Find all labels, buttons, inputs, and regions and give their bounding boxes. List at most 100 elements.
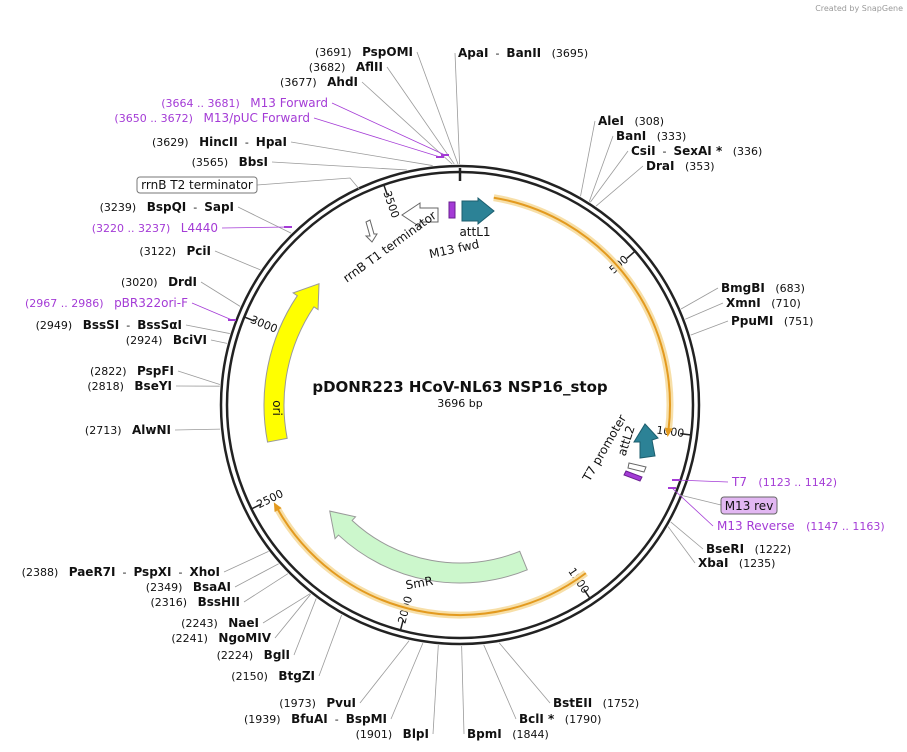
primer-range: (3220 .. 3237) — [92, 222, 181, 235]
leader-line — [223, 551, 269, 573]
enzyme-label-bbsi: (3565) BbsI — [192, 155, 268, 169]
leader-line — [318, 614, 343, 677]
enzyme-name: HpaI — [256, 135, 287, 149]
enzyme-label-csii: CsiI - SexAI * (336) — [631, 144, 762, 158]
leader-lines — [174, 51, 729, 735]
enzyme-position: (2243) — [181, 617, 228, 630]
enzyme-position: (2150) — [231, 670, 278, 683]
primer-range: (1123 .. 1142) — [758, 476, 837, 489]
enzyme-name: PvuI — [326, 696, 356, 710]
enzyme-name: BtgZI — [278, 669, 315, 683]
enzyme-name: PpuMI — [731, 314, 773, 328]
enzyme-name: BclI * — [519, 712, 555, 726]
primer-label-l4440: (3220 .. 3237) L4440 — [92, 221, 218, 235]
primer-label-m13-puc-forward: (3650 .. 3672) M13/pUC Forward — [114, 111, 310, 125]
m13-fwd-feature — [448, 201, 456, 219]
enzyme-position: (683) — [765, 282, 805, 295]
enzyme-name: XhoI — [189, 565, 220, 579]
svg-text:M13 rev: M13 rev — [725, 499, 774, 513]
enzyme-label-hincii: (3629) HincII - HpaI — [152, 135, 287, 149]
enzyme-name: BbsI — [239, 155, 268, 169]
primer-leader — [671, 487, 714, 527]
enzyme-name: BciVI — [173, 333, 207, 347]
enzyme-label-blpi: (1901) BlpI — [356, 727, 429, 741]
primer-leader — [313, 117, 441, 158]
enzyme-label-bseri: BseRI (1222) — [706, 542, 791, 556]
enzyme-name: BsaAI — [193, 580, 231, 594]
enzyme-label-apai: ApaI - BanII (3695) — [458, 46, 588, 60]
enzyme-position: - — [328, 713, 346, 726]
enzyme-position: (353) — [674, 160, 714, 173]
enzyme-position: (2924) — [126, 334, 173, 347]
m13-fwd-label: M13 fwd — [428, 237, 481, 261]
insert-arrowhead — [664, 427, 673, 438]
primer-leader — [675, 479, 729, 483]
smr-feature — [329, 510, 528, 584]
snapgene-watermark: Created by SnapGene — [815, 4, 903, 13]
svg-text:rrnB T2 terminator: rrnB T2 terminator — [141, 178, 253, 192]
enzyme-position: (2316) — [151, 596, 198, 609]
m13-rev-leader — [679, 494, 722, 506]
leader-line — [290, 141, 433, 166]
enzyme-label-bspqi: (3239) BspQI - SapI — [100, 200, 234, 214]
leader-line — [361, 81, 453, 165]
enzyme-label-bsaai: (2349) BsaAI — [146, 580, 231, 594]
leader-line — [589, 150, 629, 203]
enzyme-label-drai: DraI (353) — [646, 159, 715, 173]
leader-line — [498, 642, 551, 704]
enzyme-position: (2388) — [22, 566, 69, 579]
enzyme-name: PciI — [187, 244, 212, 258]
leader-line — [271, 161, 407, 171]
leader-line — [690, 320, 729, 336]
enzyme-position: (2949) — [36, 319, 83, 332]
leader-line — [210, 339, 228, 344]
enzyme-name: XmnI — [726, 296, 761, 310]
enzyme-name: PspOMI — [362, 45, 413, 59]
leader-line — [588, 135, 614, 202]
enzyme-position: (333) — [646, 130, 686, 143]
insert2-arrowhead — [273, 502, 282, 513]
enzyme-name: BpmI — [467, 727, 502, 741]
enzyme-label-bsshii: (2316) BssHII — [151, 595, 240, 609]
primer-label-pbr322ori-f: (2967 .. 2986) pBR322ori-F — [25, 296, 188, 310]
enzyme-name: BspMI — [346, 712, 387, 726]
enzyme-label-bcivi: (2924) BciVI — [126, 333, 207, 347]
primer-name: T7 — [731, 475, 758, 489]
enzyme-label-alwni: (2713) AlwNI — [85, 423, 171, 437]
enzyme-position: (3677) — [280, 76, 327, 89]
enzyme-position: (3691) — [315, 46, 362, 59]
ori-label: ori — [270, 400, 284, 416]
enzyme-name: BssHII — [198, 595, 240, 609]
primer-range: (2967 .. 2986) — [25, 297, 114, 310]
enzyme-name: PspXI — [133, 565, 171, 579]
enzyme-name: BmgBI — [721, 281, 765, 295]
enzyme-position: (1752) — [592, 697, 639, 710]
enzyme-name: CsiI — [631, 144, 656, 158]
enzyme-position: (751) — [773, 315, 813, 328]
tick-mark — [399, 619, 404, 631]
tick-mark — [583, 588, 591, 599]
leader-line — [234, 563, 279, 588]
primer-name: M13/pUC Forward — [203, 111, 310, 125]
enzyme-label-bgli: (2224) BglI — [217, 648, 290, 662]
enzyme-name: XbaI — [698, 556, 728, 570]
enzyme-label-ppumi: PpuMI (751) — [731, 314, 813, 328]
enzyme-position: - — [488, 47, 506, 60]
m13-rev-label: M13 rev — [720, 496, 778, 515]
t7-promoter-feature — [627, 462, 647, 473]
enzyme-name: AleI — [598, 114, 624, 128]
leader-line — [386, 66, 455, 165]
smr-label: SmR — [404, 574, 434, 593]
enzyme-position: - — [172, 566, 190, 579]
enzyme-position: (1235) — [728, 557, 775, 570]
enzyme-name: PspFI — [137, 364, 174, 378]
enzyme-position: - — [116, 566, 134, 579]
enzyme-position: (3629) — [152, 136, 199, 149]
leader-line — [680, 287, 719, 310]
primer-leader — [221, 226, 289, 229]
tick-mark — [251, 503, 262, 510]
enzyme-position: (3682) — [309, 61, 356, 74]
enzyme-label-bmgbi: BmgBI (683) — [721, 281, 805, 295]
enzyme-label-bcli: BclI * (1790) — [519, 712, 601, 726]
tick-label: 3500 — [380, 189, 401, 220]
